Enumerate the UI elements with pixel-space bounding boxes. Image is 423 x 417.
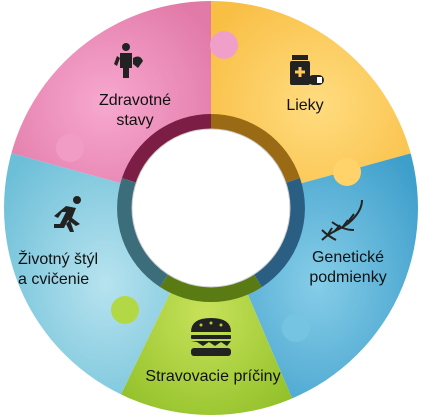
label-diet: Stravovacie príčiny	[138, 367, 288, 387]
center-hole	[132, 129, 290, 287]
label-health-line1: Zdravotné	[98, 92, 172, 109]
label-genetic-line1: Genetické	[311, 249, 385, 266]
label-lifestyle-line2: a cvičenie	[18, 271, 90, 288]
person-medical-icon	[114, 43, 143, 78]
label-genetic: Genetické podmienky	[298, 248, 398, 288]
puzzle-knob	[111, 296, 139, 324]
label-medication: Lieky	[275, 96, 335, 116]
label-lifestyle-line1: Životný štýl	[18, 251, 99, 268]
label-medication-line1: Lieky	[286, 97, 324, 114]
segment-diet	[110, 208, 300, 415]
puzzle-knob	[282, 314, 310, 342]
label-lifestyle: Životný štýl a cvičenie	[18, 250, 128, 290]
label-genetic-line2: podmienky	[309, 269, 387, 286]
burger-icon	[191, 318, 231, 356]
label-health-line2: stavy	[116, 112, 154, 129]
inner-ring	[117, 114, 305, 303]
label-health: Zdravotné stavy	[80, 91, 190, 131]
dna-icon	[321, 199, 363, 241]
puzzle-knob	[210, 31, 238, 59]
puzzle-knob	[56, 134, 84, 162]
label-diet-line1: Stravovacie príčiny	[145, 368, 281, 385]
puzzle-knob	[333, 158, 361, 186]
medicine-bottle-icon	[290, 55, 324, 85]
running-person-icon	[54, 196, 81, 232]
